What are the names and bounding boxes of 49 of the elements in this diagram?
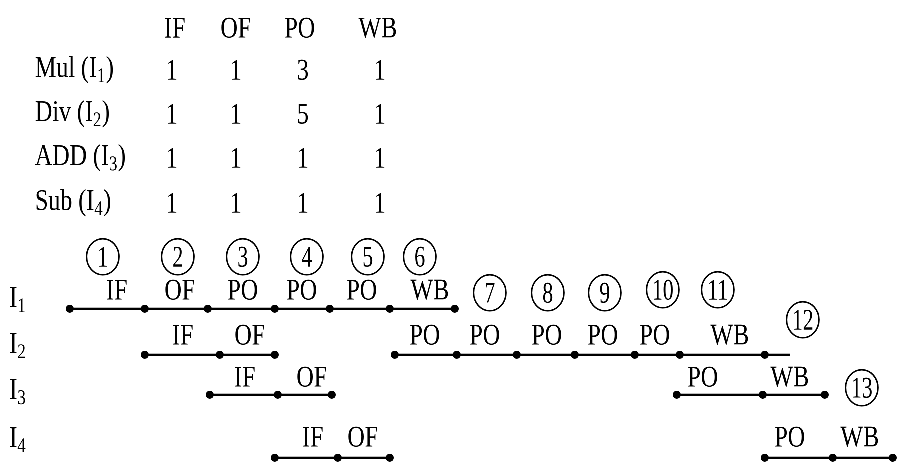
table-cell: 1 <box>232 104 241 124</box>
table-cell: 1 <box>168 193 177 213</box>
table-cell: 1 <box>168 60 177 80</box>
table-cell: 1 <box>232 60 241 80</box>
table-cell: 1 <box>299 193 308 213</box>
table-cell: 1 <box>376 60 385 80</box>
stage-label: PO <box>410 324 440 346</box>
stage-label: WB <box>410 280 448 300</box>
column-header: IF <box>165 18 185 38</box>
stage-label: WB <box>710 324 748 346</box>
stage-label: PO <box>287 280 316 300</box>
table-cell: 3 <box>298 60 308 80</box>
stage-label: PO <box>532 324 562 346</box>
stage-label: IF <box>303 427 323 447</box>
instruction-label: I$_{4}$ <box>10 428 26 452</box>
table-cell: 1 <box>168 104 177 124</box>
table-cell: 1 <box>299 148 308 168</box>
stage-label: IF <box>107 280 127 300</box>
stage-label: IF <box>235 367 255 387</box>
stage-label: OF <box>298 366 326 388</box>
stage-label: PO <box>228 280 258 300</box>
stage-label: PO <box>640 324 670 346</box>
table-cell: 1 <box>232 148 241 168</box>
row-label: Mul (I$_{1}$) <box>36 56 114 84</box>
stage-label: PO <box>470 324 500 346</box>
stage-label: PO <box>588 324 618 346</box>
table-cell: 1 <box>376 104 385 124</box>
column-header: PO <box>285 18 314 38</box>
instruction-label: I$_{3}$ <box>10 379 26 405</box>
column-header: OF <box>222 18 250 38</box>
stage-label: OF <box>166 280 194 300</box>
table-cell: 5 <box>298 104 308 124</box>
stage-label: PO <box>347 280 376 300</box>
stage-label: WB <box>770 366 808 388</box>
column-header: WB <box>358 18 396 38</box>
table-cell: 1 <box>168 148 177 168</box>
stage-label: OF <box>236 324 264 346</box>
row-label: Div (I$_{2}$) <box>36 100 110 128</box>
row-label: ADD (I$_{3}$) <box>35 144 126 172</box>
stage-label: IF <box>173 325 193 345</box>
stage-label: OF <box>348 426 378 448</box>
table-cell: 1 <box>376 148 385 168</box>
table-cell: 1 <box>232 193 241 213</box>
table-cell: 1 <box>376 193 385 213</box>
stage-label: PO <box>775 426 804 448</box>
instruction-label: I$_{1}$ <box>10 288 25 312</box>
instruction-label: I$_{2}$ <box>10 334 26 358</box>
stage-label: PO <box>688 366 718 388</box>
row-label: Sub (I$_{4}$) <box>36 189 110 217</box>
